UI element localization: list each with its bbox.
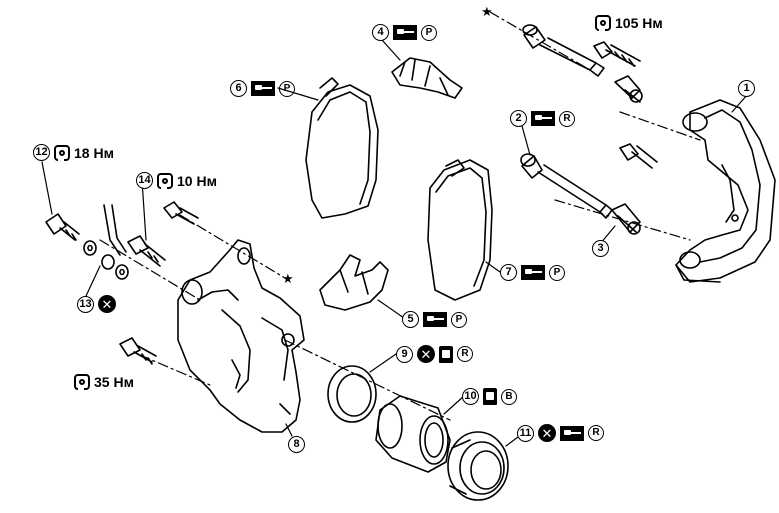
replace-icon: ✕ [98,295,116,313]
torque-label-105: 105 Нм [595,15,663,31]
symbol-p: P [421,24,437,41]
caliper-body [177,239,305,433]
grease-icon [560,425,584,441]
brake-fluid-icon [483,388,497,405]
part-label-6: 6 P [230,80,295,97]
symbol-r: R [457,346,473,362]
torque-label-35: 35 Нм [74,374,134,390]
part-number: 8 [288,436,305,453]
part-label-3: 3 [592,240,609,257]
brake-pad-inner [427,159,493,301]
replace-icon: ✕ [417,345,435,363]
pin-boot-upper [614,75,643,103]
part-number: 5 [402,311,419,328]
torque-value: 18 Нм [74,144,114,161]
bolt-14 [127,235,166,267]
union-bolt-12 [45,213,80,241]
symbol-p: P [549,264,565,281]
torque-value: 10 Нм [177,172,217,189]
part-number: 7 [500,264,517,281]
part-number: 10 [462,388,479,405]
torque-wrench-icon [74,374,90,390]
part-number: 11 [517,424,534,442]
torque-wrench-icon [54,144,70,161]
bolt-35 [119,337,157,365]
copper-washers [83,240,129,280]
part-label-12: 12 18 Нм [33,144,114,161]
guide-pin-upper [522,24,605,77]
part-number: 13 [77,295,94,313]
grease-icon [251,81,275,96]
brake-pad-outer [305,77,379,219]
part-label-8: 8 [288,436,305,453]
part-label-10: 10 B [462,388,517,405]
part-label-2: 2 R [510,110,575,127]
part-label-9: 9 ✕ R [396,345,473,363]
brake-fluid-icon [439,345,453,363]
piston [375,395,451,473]
grease-icon [393,25,417,40]
replace-icon: ✕ [538,424,556,442]
part-number: 2 [510,110,527,127]
bolt-middle [619,143,658,169]
grease-icon [423,312,447,327]
part-label-7: 7 P [500,264,565,281]
torque-wrench-icon [157,172,173,189]
part-number: 3 [592,240,609,257]
torque-wrench-icon [595,15,611,31]
part-label-1: 1 [738,80,755,97]
torque-value: 105 Нм [615,15,663,31]
part-number: 1 [738,80,755,97]
brake-hose [103,204,127,256]
caliper-bracket [675,99,776,283]
grease-icon [521,265,545,280]
part-label-14: 14 10 Нм [136,172,217,189]
guide-pin-lower [520,153,613,219]
bolt-105 [593,41,641,67]
symbol-p: P [279,80,295,97]
part-number: 4 [372,24,389,41]
part-label-5: 5 P [402,311,467,328]
piston-boot [447,431,509,501]
star-mark-top: ★ [481,4,493,19]
torque-value: 35 Нм [94,374,134,390]
piston-seal [327,365,377,423]
part-label-13: 13 ✕ [77,295,116,313]
pad-retainer-lower [319,254,389,311]
bolt-10 [163,201,199,225]
symbol-r: R [559,110,575,127]
symbol-b: B [501,388,517,405]
part-label-11: 11 ✕ R [517,424,604,442]
part-number: 12 [33,144,50,161]
part-number: 6 [230,80,247,97]
symbol-r: R [588,425,604,441]
leader-lines [41,39,749,447]
star-mark-middle: ★ [282,271,294,286]
grease-icon [531,111,555,126]
part-label-4: 4 P [372,24,437,41]
pad-retainer-upper [391,57,463,99]
part-number: 9 [396,345,413,363]
symbol-p: P [451,311,467,328]
pin-boot-lower [611,203,641,235]
part-number: 14 [136,172,153,189]
